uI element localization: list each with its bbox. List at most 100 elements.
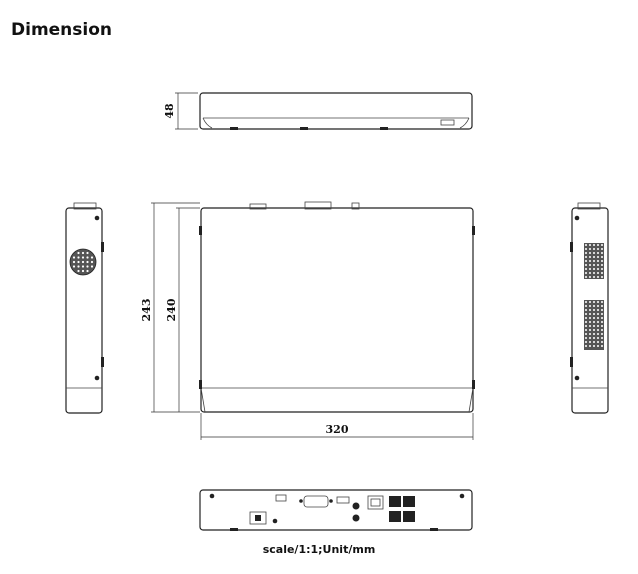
vent-hole bbox=[81, 269, 85, 273]
vent-hole bbox=[589, 341, 591, 343]
vent-hole bbox=[90, 260, 94, 264]
vent-hole bbox=[585, 329, 587, 331]
vent-hole bbox=[597, 329, 599, 331]
alarm-terminal bbox=[275, 494, 287, 502]
scale-caption: scale/1:1;Unit/mm bbox=[262, 543, 376, 556]
vent-hole bbox=[589, 337, 591, 339]
vent-hole bbox=[597, 264, 599, 266]
vent-hole bbox=[601, 248, 603, 250]
vga-port bbox=[303, 495, 329, 508]
vent-hole bbox=[589, 256, 591, 258]
vent-hole bbox=[77, 265, 80, 268]
vent-hole bbox=[585, 313, 587, 315]
vent-hole bbox=[585, 268, 587, 270]
vent-hole bbox=[601, 256, 603, 258]
vent-hole bbox=[601, 268, 603, 270]
vent-hole bbox=[601, 244, 603, 246]
vent-hole bbox=[593, 276, 595, 278]
vent-hole bbox=[601, 341, 603, 343]
vent-hole bbox=[81, 265, 85, 268]
vent-hole bbox=[597, 244, 599, 246]
vent-hole bbox=[86, 269, 89, 273]
vent-hole bbox=[593, 244, 595, 246]
vent-hole bbox=[589, 272, 591, 274]
vent-hole bbox=[593, 325, 595, 327]
vent-hole bbox=[77, 269, 80, 273]
dimension-depth-total-label: 243 bbox=[140, 299, 153, 322]
vent-hole bbox=[593, 329, 595, 331]
vent-hole bbox=[589, 345, 591, 347]
lan-port bbox=[367, 495, 384, 510]
vent-hole bbox=[597, 268, 599, 270]
vent-hole bbox=[601, 252, 603, 254]
vent-hole bbox=[593, 264, 595, 266]
vent-hole bbox=[593, 321, 595, 323]
dimension-width-label: 320 bbox=[326, 423, 349, 436]
vent-hole bbox=[585, 321, 587, 323]
page-title: Dimension bbox=[11, 20, 113, 40]
vent-hole bbox=[77, 256, 80, 259]
vent-hole bbox=[601, 305, 603, 307]
vent-hole bbox=[585, 260, 587, 262]
vent-hole bbox=[601, 313, 603, 315]
right-side-view bbox=[570, 202, 609, 414]
power-switch bbox=[249, 511, 267, 525]
vent-hole bbox=[589, 268, 591, 270]
vent-hole bbox=[77, 251, 80, 255]
vent-hole bbox=[585, 309, 587, 311]
vent-hole bbox=[601, 337, 603, 339]
vent-hole bbox=[72, 256, 76, 259]
vent-hole bbox=[585, 305, 587, 307]
vent-hole bbox=[593, 337, 595, 339]
vent-hole bbox=[585, 301, 587, 303]
vent-hole bbox=[72, 260, 76, 264]
vent-hole bbox=[589, 276, 591, 278]
vent-hole bbox=[589, 317, 591, 319]
vent-hole bbox=[77, 260, 80, 264]
dimension-depth-body-label: 240 bbox=[165, 298, 178, 321]
vent-hole bbox=[585, 276, 587, 278]
vent-hole bbox=[597, 305, 599, 307]
vent-hole bbox=[90, 256, 94, 259]
vent-hole bbox=[86, 256, 89, 259]
vent-hole bbox=[597, 341, 599, 343]
vent-hole bbox=[81, 256, 85, 259]
rear-view bbox=[199, 489, 473, 531]
left-side-view bbox=[65, 202, 104, 414]
vent-hole bbox=[601, 260, 603, 262]
vent-hole bbox=[593, 345, 595, 347]
vent-hole bbox=[81, 251, 85, 255]
vent-hole bbox=[597, 309, 599, 311]
vent-hole bbox=[86, 251, 89, 255]
vent-hole bbox=[585, 248, 587, 250]
vent-hole bbox=[585, 244, 587, 246]
vent-hole bbox=[597, 313, 599, 315]
poe-ports bbox=[389, 496, 415, 522]
vent-hole bbox=[585, 333, 587, 335]
vent-hole bbox=[597, 272, 599, 274]
dimension-height-label: 48 bbox=[163, 103, 176, 119]
vent-hole bbox=[597, 256, 599, 258]
vent-hole bbox=[86, 265, 89, 268]
vent-hole bbox=[601, 329, 603, 331]
vent-hole bbox=[601, 325, 603, 327]
vent-hole bbox=[597, 252, 599, 254]
vent-hole bbox=[597, 276, 599, 278]
dimension-depth-total: 243 bbox=[140, 202, 200, 413]
vent-hole bbox=[589, 305, 591, 307]
vent-hole bbox=[597, 333, 599, 335]
vent-hole bbox=[585, 345, 587, 347]
vent-hole bbox=[585, 256, 587, 258]
vent-hole bbox=[593, 301, 595, 303]
hdmi-port bbox=[336, 496, 350, 504]
vent-hole bbox=[585, 272, 587, 274]
top-view bbox=[199, 201, 475, 413]
vent-hole bbox=[585, 337, 587, 339]
vent-hole bbox=[597, 301, 599, 303]
vent-hole bbox=[601, 309, 603, 311]
vent-hole bbox=[593, 317, 595, 319]
vent-hole bbox=[585, 341, 587, 343]
audio-out-port bbox=[352, 502, 360, 510]
vent-hole bbox=[601, 301, 603, 303]
vent-hole bbox=[597, 325, 599, 327]
